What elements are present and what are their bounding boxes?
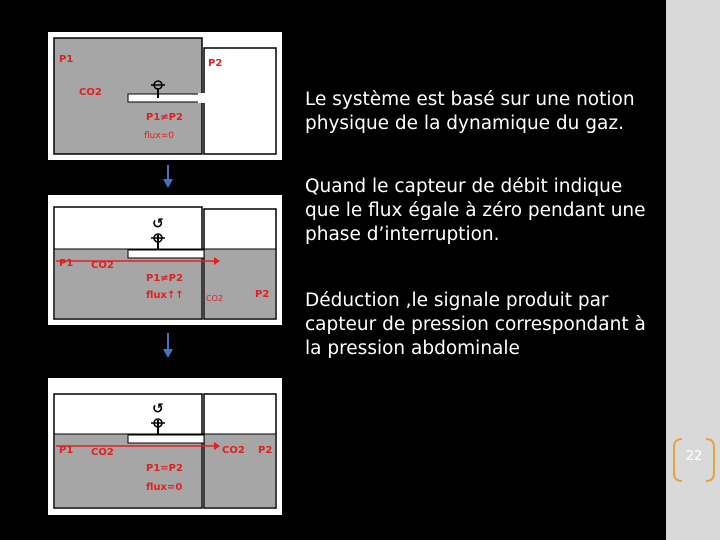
diagram-label-p2: P2: [255, 289, 269, 300]
diagram-label-relation: P1≠P2: [146, 273, 183, 284]
diagram-label-p2: P2: [208, 58, 222, 69]
diagram-label-flux: flux↑↑: [146, 290, 184, 301]
tube: [127, 93, 205, 103]
diagram-label-flux: flux=0: [144, 131, 174, 141]
paragraph-flow-sensor: Quand le capteur de débit indique que le…: [305, 176, 646, 245]
tube: [127, 249, 205, 259]
page-number: 22: [685, 449, 703, 464]
diagram-valve-open-flow: ↺ P1 CO2 CO2 P2 P1≠P2 flux↑↑: [48, 195, 282, 325]
tube-connector: [198, 93, 208, 103]
diagram-valve-closed: P1 P2 CO2 P1≠P2 flux=0: [48, 32, 282, 160]
rotate-icon: ↺: [152, 401, 164, 417]
diagram-equilibrium: ↺ P1 CO2 CO2 P2 P1=P2 flux=0: [48, 378, 282, 515]
diagram-label-co2-right: CO2: [222, 445, 245, 456]
right-chamber: [203, 47, 277, 155]
down-arrow-icon: [163, 165, 173, 188]
diagram-label-co2-right: CO2: [206, 294, 223, 303]
diagram-label-co2-left: CO2: [91, 447, 114, 458]
diagram-label-relation: P1≠P2: [146, 112, 183, 123]
diagram-label-co2-left: CO2: [91, 260, 114, 271]
paragraph-deduction: Déduction ,le signale produit par capteu…: [305, 290, 646, 359]
diagram-label-flux: flux=0: [146, 482, 182, 493]
page-number-bracket-icon: [673, 438, 715, 482]
diagram-label-p1: P1: [59, 258, 73, 269]
diagram-label-p1: P1: [59, 54, 73, 65]
diagram-label-p1: P1: [59, 445, 73, 456]
tube: [127, 434, 205, 444]
paragraph-principle: Le système est basé sur une notion physi…: [305, 89, 635, 134]
down-arrow-icon: [163, 333, 173, 358]
diagram-label-co2: CO2: [79, 87, 102, 98]
diagram-label-p2: P2: [258, 445, 272, 456]
rotate-icon: ↺: [152, 216, 164, 232]
diagram-label-relation: P1=P2: [146, 463, 183, 474]
